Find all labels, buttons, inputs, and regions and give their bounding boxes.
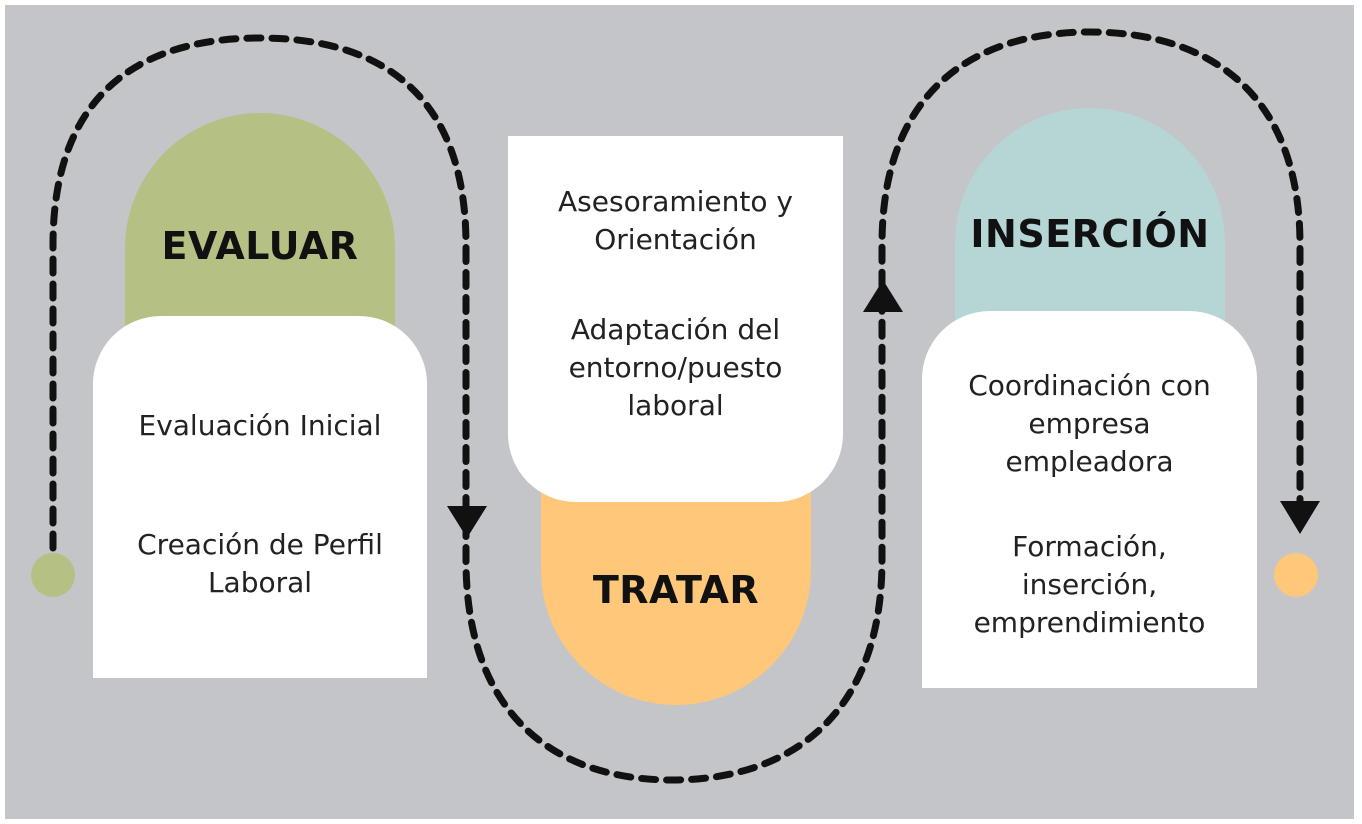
evaluar-item: Evaluación Inicial <box>138 409 382 442</box>
start-dot <box>31 553 75 597</box>
evaluar-card-text: Evaluación Inicial Creación de Perfil La… <box>93 407 427 602</box>
evaluar-title: EVALUAR <box>161 224 359 268</box>
arrowhead-up-icon <box>863 280 903 312</box>
tratar-card-text: Asesoramiento y Orientación Adaptación d… <box>508 183 843 425</box>
insercion-title: INSERCIÓN <box>970 212 1210 256</box>
insercion-header-shape <box>955 108 1225 335</box>
evaluar-card <box>92 316 428 678</box>
arrowhead-down-icon <box>447 506 487 538</box>
evaluar-header-shape <box>125 113 395 340</box>
tratar-footer-shape <box>541 480 811 705</box>
tratar-item: Adaptación del entorno/puesto laboral <box>568 313 783 422</box>
evaluar-item: Creación de Perfil Laboral <box>137 528 383 599</box>
insercion-card <box>921 311 1258 688</box>
end-dot <box>1274 553 1318 597</box>
insercion-card-text: Coordinación con empresa empleadora Form… <box>922 367 1257 642</box>
flow-path-dashed <box>49 28 1304 784</box>
arrowhead-down-icon <box>1280 501 1320 534</box>
insercion-item: Coordinación con empresa empleadora <box>968 369 1211 478</box>
tratar-card <box>508 136 843 502</box>
tratar-item: Asesoramiento y Orientación <box>558 185 793 256</box>
insercion-item: Formación, inserción, emprendimiento <box>973 530 1206 639</box>
tratar-title: TRATAR <box>592 568 760 612</box>
